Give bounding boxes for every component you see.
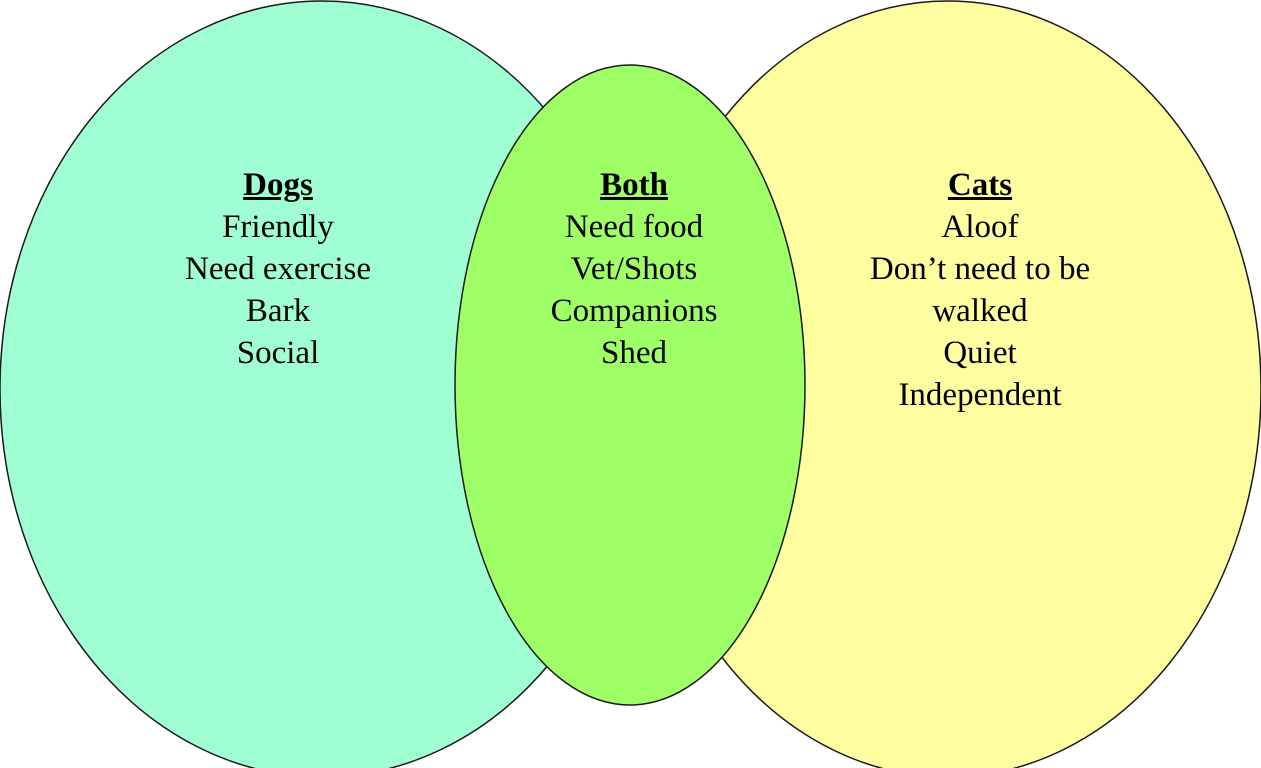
both-item-vet-shots: Vet/Shots xyxy=(570,251,698,287)
both-heading: Both xyxy=(600,167,668,203)
both-overlap-ellipse xyxy=(454,64,806,706)
cats-item-independent: Independent xyxy=(898,377,1062,413)
cats-group: Cats Aloof Don’t need to be walked Quiet… xyxy=(830,164,1130,416)
cats-item-walked: walked xyxy=(932,293,1028,329)
dogs-item-friendly: Friendly xyxy=(222,209,334,245)
both-group: Both Need food Vet/Shots Companions Shed xyxy=(500,164,768,374)
dogs-heading: Dogs xyxy=(243,167,313,203)
both-item-shed: Shed xyxy=(601,335,667,371)
both-item-need-food: Need food xyxy=(564,209,704,245)
cats-item-aloof: Aloof xyxy=(941,209,1019,245)
dogs-item-social: Social xyxy=(236,335,320,371)
dogs-item-need-exercise: Need exercise xyxy=(185,251,371,287)
cats-item-quiet: Quiet xyxy=(943,335,1017,371)
cats-item-dont-need-to-be: Don’t need to be xyxy=(869,251,1091,287)
dogs-item-bark: Bark xyxy=(245,293,311,329)
both-item-companions: Companions xyxy=(550,293,718,329)
cats-heading: Cats xyxy=(947,167,1013,203)
dogs-group: Dogs Friendly Need exercise Bark Social xyxy=(138,164,418,374)
